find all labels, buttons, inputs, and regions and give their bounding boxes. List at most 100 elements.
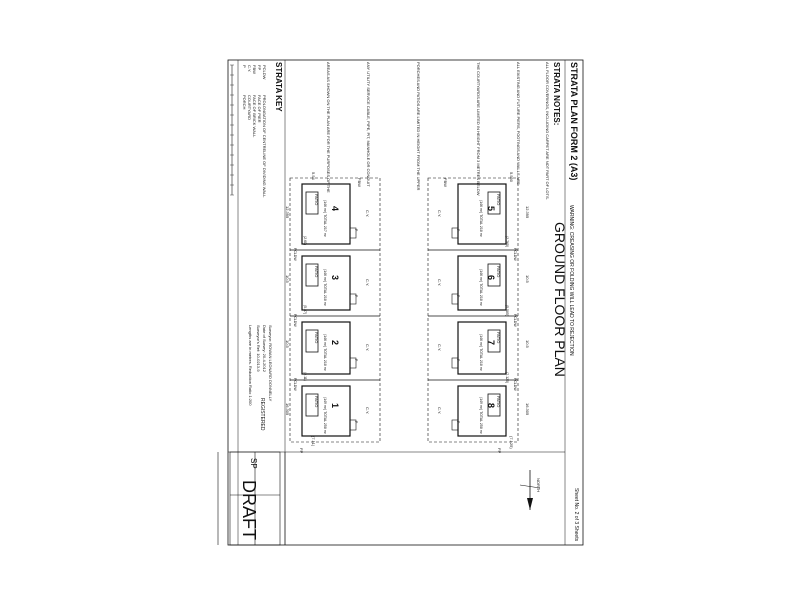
unit-number: 5 <box>486 206 496 211</box>
fbw-label-right: FBW <box>443 178 448 187</box>
fp-label-right: FP <box>497 448 502 453</box>
top-dimension-right: 5.550 <box>509 172 514 183</box>
porch-box <box>349 293 357 305</box>
mid-dim-left-1: (2.60) <box>303 236 307 245</box>
patio-label: PATIO <box>314 332 319 343</box>
patio-box <box>487 191 501 215</box>
top-dimension-left: 5.54 <box>311 172 316 181</box>
patio-label: PATIO <box>496 266 501 277</box>
patio-box <box>305 393 319 417</box>
lot-dimension: 12.395 <box>525 206 530 219</box>
courtyard-label: C.Y. <box>365 407 370 414</box>
porch-label: P <box>354 229 358 232</box>
unit-area: (149 m²) TOTAL 258 m² <box>323 397 327 435</box>
note-5: ANY UTILITY SERVICE CABLE, PIPE, PIT, MA… <box>366 62 371 187</box>
porch-box <box>349 357 357 369</box>
lot-dimension: 12.395 <box>285 206 290 219</box>
porch-label: P <box>354 295 358 298</box>
courtyard-label: C.Y. <box>437 279 442 286</box>
porch-box <box>451 227 459 239</box>
courtyard-label: C.Y. <box>437 210 442 217</box>
unit-area: (146 m²) TOTAL 217 m² <box>323 200 327 238</box>
pcldw-label: PCLDW <box>513 248 517 261</box>
unit-number: 3 <box>330 275 340 280</box>
lot-dimension: 10.5 <box>285 340 290 349</box>
porch-box <box>451 419 459 431</box>
courtyard-label: C.Y. <box>437 344 442 351</box>
unit-footprint <box>457 385 507 437</box>
porch-box <box>349 227 357 239</box>
sheet-number: Sheet No. 2 of 3 Sheets <box>573 488 579 542</box>
porch-box <box>451 357 459 369</box>
north-arrow <box>519 470 541 510</box>
patio-box <box>487 263 501 287</box>
key-heading: STRATA KEY <box>274 62 283 112</box>
north-label: NORTH <box>536 478 541 493</box>
bottom-dimension-right: (7.125) <box>509 436 514 449</box>
courtyard-label: C.Y. <box>365 210 370 217</box>
unit-number: 4 <box>330 206 340 211</box>
lot-dimension: 16.305 <box>285 403 290 416</box>
key-text-2: FACE OF PIER <box>257 95 262 123</box>
pcldw-label: PCLDW <box>293 248 297 261</box>
unit-footprint <box>301 321 351 375</box>
unit-footprint <box>301 255 351 311</box>
surveyor-name: Surveyor: ROWAN LEONARD DONNELLY <box>268 325 273 402</box>
lot-boundary <box>427 177 519 443</box>
patio-box <box>305 191 319 215</box>
mid-dim-left-3: (2.11) <box>303 372 307 381</box>
key-text-1: PROLONGATION OF CENTRELINE OF DIVIDING W… <box>262 95 267 198</box>
pcldw-label: PCLDW <box>293 378 297 391</box>
sheet-border <box>227 59 584 546</box>
note-2: ALL EXISTING AND FUTURE PIERS, FOOTINGS … <box>516 62 521 185</box>
patio-label: PATIO <box>314 194 319 205</box>
note-3: THE COURTYARDS ARE LIMITED IN HEIGHT FRO… <box>476 62 481 196</box>
lot-boundary <box>289 177 381 443</box>
unit-area: (146 m²) TOTAL 218 m² <box>479 200 483 238</box>
porch-box <box>349 419 357 431</box>
mid-dim-right-3: (7.125) <box>505 372 509 383</box>
pcldw-label: PCLDW <box>513 378 517 391</box>
unit-number: 6 <box>486 275 496 280</box>
fbw-label-left: FBW <box>357 178 362 187</box>
scale-ruler-ticks <box>230 64 234 196</box>
lot-dimension: 10.5 <box>525 275 530 284</box>
porch-label: P <box>354 359 358 362</box>
patio-label: PATIO <box>314 396 319 407</box>
bottom-dimension-left: (7.11) <box>311 436 316 447</box>
unit-footprint <box>457 321 507 375</box>
plan-title: GROUND FLOOR PLAN <box>552 222 568 377</box>
patio-label: PATIO <box>314 266 319 277</box>
patio-label: PATIO <box>496 194 501 205</box>
lot-dimension: 10.5 <box>525 340 530 349</box>
patio-box <box>487 329 501 353</box>
unit-area: (146 m²) TOTAL 218 m² <box>323 334 327 372</box>
patio-label: PATIO <box>496 332 501 343</box>
fp-label-left: FP <box>299 448 304 453</box>
courtyard-label: C.Y. <box>437 407 442 414</box>
notes-heading: STRATA NOTES: <box>552 62 561 126</box>
note-1: ALL FLOOR COVERINGS, INCLUDING CARPET AR… <box>545 62 550 200</box>
key-code-2: FP <box>257 65 262 71</box>
unit-footprint <box>301 183 351 245</box>
form-title: STRATA PLAN FORM 2 (A3) <box>569 62 579 181</box>
warning-text: WARNING: CREASING OR FOLDING WILL LEAD T… <box>568 205 574 356</box>
porch-box <box>451 293 459 305</box>
porch-label: P <box>354 421 358 424</box>
unit-number: 2 <box>330 340 340 345</box>
mid-dim-left-2: (5.87) <box>303 305 307 314</box>
unit-footprint <box>301 385 351 437</box>
patio-label: PATIO <box>496 396 501 407</box>
lengths-note: Lengths are in metres. Reduction Ratio 1… <box>248 325 253 406</box>
key-code-1: PCLDW <box>262 65 267 80</box>
key-text-3: FACE OF BRICK WALL <box>252 95 257 138</box>
unit-area: (146 m²) TOTAL 218 m² <box>479 269 483 307</box>
unit-area: (146 m²) TOTAL 218 m² <box>323 269 327 307</box>
mid-dim-right-1: (2.765) <box>505 236 509 247</box>
key-code-4: C.Y. <box>247 65 252 73</box>
porch-label: P <box>456 229 460 232</box>
